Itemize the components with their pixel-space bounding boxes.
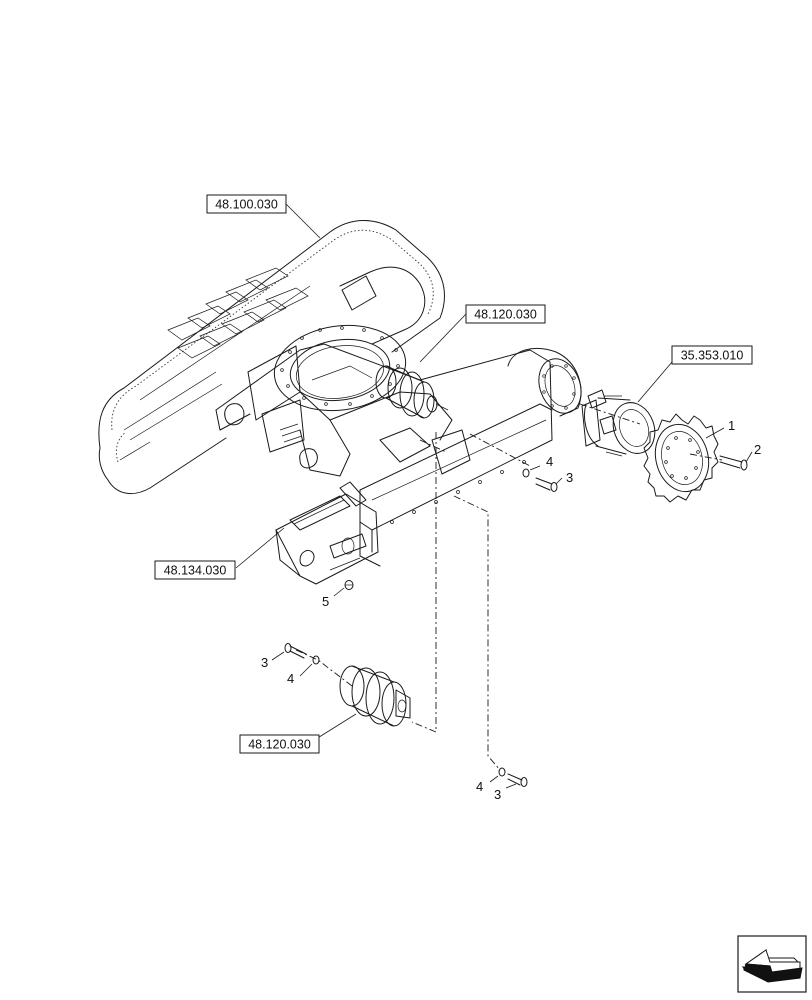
callout-roller-bolt-bottom: 3 <box>494 787 501 802</box>
callout-roller-washer-bottom: 4 <box>476 779 483 794</box>
navigation-arrow-icon[interactable] <box>737 935 807 993</box>
rubber-track[interactable] <box>98 220 445 495</box>
callout-roller-washer-left: 4 <box>287 671 294 686</box>
ref-top-roller[interactable]: 48.120.030 <box>465 304 546 324</box>
reference-leaders <box>235 203 753 789</box>
assembly-lines <box>295 403 723 771</box>
callout-sprocket: 1 <box>728 418 735 433</box>
idler-frame[interactable] <box>275 481 379 585</box>
callout-roller-bolt-left: 3 <box>261 655 268 670</box>
ref-idler-frame[interactable]: 48.134.030 <box>154 560 236 580</box>
bottom-roller[interactable] <box>339 665 411 727</box>
motor-bolt[interactable] <box>535 477 558 492</box>
roller-washer-bottom[interactable] <box>498 767 506 777</box>
slewing-ring[interactable] <box>269 317 411 419</box>
sprocket-bolt[interactable] <box>719 455 748 471</box>
svg-text:48.120.030: 48.120.030 <box>474 308 537 322</box>
callout-idler-fitting: 5 <box>322 594 329 609</box>
callout-motor-bolt: 3 <box>566 470 573 485</box>
svg-text:35.353.010: 35.353.010 <box>681 349 744 363</box>
idler-fitting[interactable] <box>344 580 354 590</box>
top-roller[interactable] <box>375 365 449 419</box>
callout-sprocket-bolt: 2 <box>754 442 761 457</box>
motor-washer[interactable] <box>522 468 530 478</box>
svg-text:48.100.030: 48.100.030 <box>215 198 278 212</box>
ref-drive-motor[interactable]: 35.353.010 <box>671 345 753 365</box>
drive-motor[interactable] <box>581 389 662 459</box>
sprocket[interactable] <box>643 413 719 503</box>
svg-text:48.134.030: 48.134.030 <box>164 564 227 578</box>
track-frame[interactable] <box>215 343 588 567</box>
callout-motor-washer: 4 <box>546 454 553 469</box>
roller-bolt-left[interactable] <box>284 643 307 659</box>
roller-washer-left[interactable] <box>312 655 320 665</box>
roller-bolt-bottom[interactable] <box>507 773 528 787</box>
svg-text:48.120.030: 48.120.030 <box>248 738 311 752</box>
ref-bottom-roller[interactable]: 48.120.030 <box>239 734 320 754</box>
ref-track[interactable]: 48.100.030 <box>206 194 287 214</box>
